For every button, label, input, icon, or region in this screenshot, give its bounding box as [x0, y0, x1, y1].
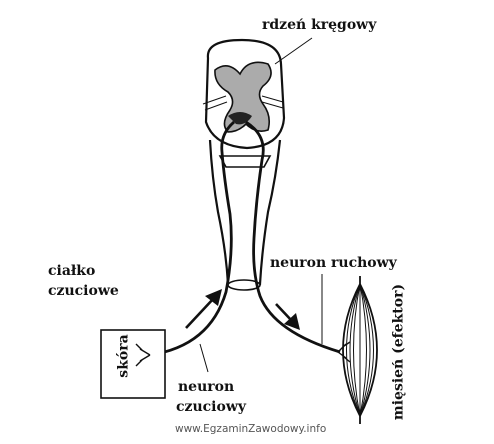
sensory-neuron-leader: [199, 343, 209, 373]
motor-neuron-label: neuron ruchowy: [270, 255, 397, 271]
watermark: www.EgzaminZawodowy.info: [175, 423, 327, 435]
spinal-cord-label: rdzeń kręgowy: [262, 17, 377, 33]
grey-matter: [214, 61, 272, 133]
motor-end-plate: [337, 341, 351, 363]
spinal-cord-leader: [274, 37, 313, 65]
white-matter-hatching: [202, 95, 284, 111]
skin-box: [100, 329, 166, 399]
motor-neuron-fiber: [245, 120, 341, 354]
sensory-neuron-label-line2: czuciowy: [176, 399, 247, 415]
sensory-neuron-label-line1: neuron: [178, 379, 235, 395]
sensory-direction-arrow: [185, 289, 222, 329]
muscle-label: mięsień (efektor): [390, 283, 407, 421]
muscle-effector: [342, 276, 378, 424]
receptor-label-line1: ciałko: [48, 263, 96, 279]
motor-direction-arrow: [275, 303, 300, 330]
receptor-ending: [135, 343, 151, 367]
grey-matter-core: [228, 112, 252, 125]
sensory-neuron-fiber: [149, 120, 235, 357]
skin-label: skóra: [115, 334, 132, 378]
receptor-label-line2: czuciowe: [48, 283, 119, 299]
